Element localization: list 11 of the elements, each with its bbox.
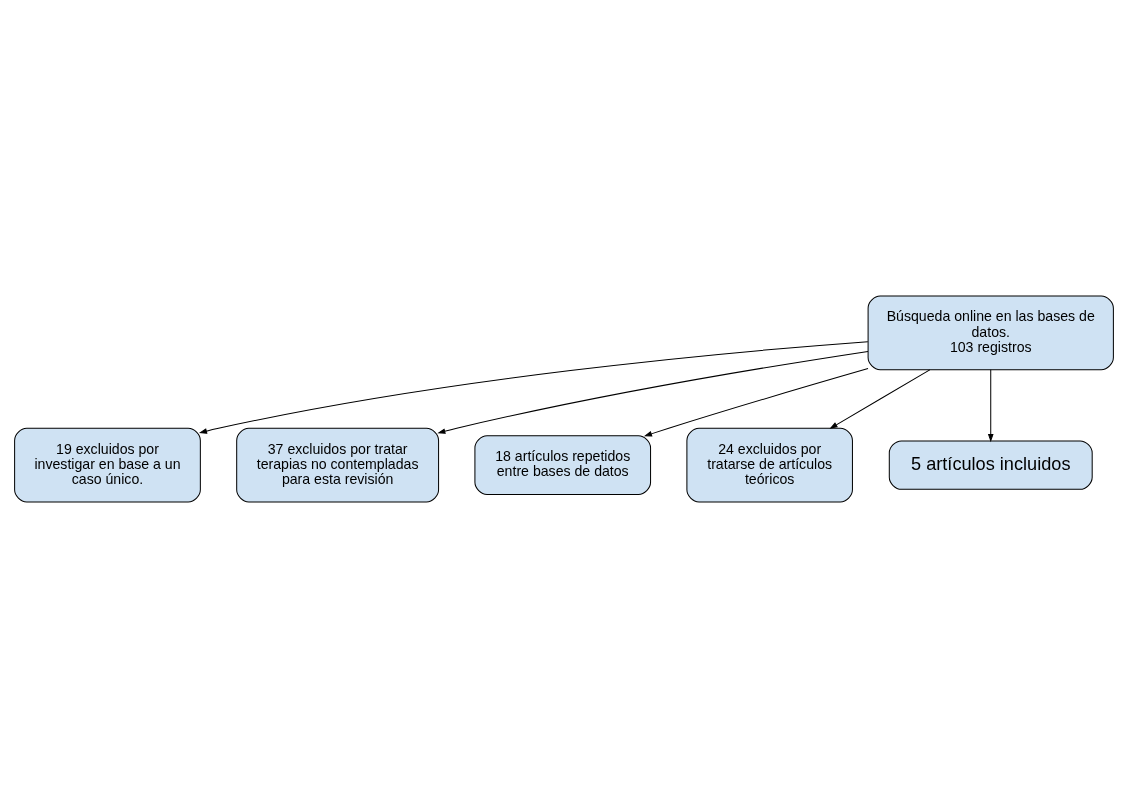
arrow [643,368,869,437]
arrow [987,369,994,443]
node-box: 24 excluidos por tratarse de artículos teóricos [686,427,853,503]
node-box: Búsqueda online en las bases de datos. 103 registros [867,295,1114,371]
arrow [829,369,931,429]
node-box: 5 artículos incluidos [888,440,1093,490]
arrow [437,350,869,434]
arrow [198,341,869,434]
node-box: 19 excluidos por investigar en base a un caso único. [14,427,201,503]
node-box: 18 artículos repetidos entre bases de datos [474,435,652,495]
node-box: 37 excluidos por tratar terapias no contempladas para esta revisión [236,427,440,503]
